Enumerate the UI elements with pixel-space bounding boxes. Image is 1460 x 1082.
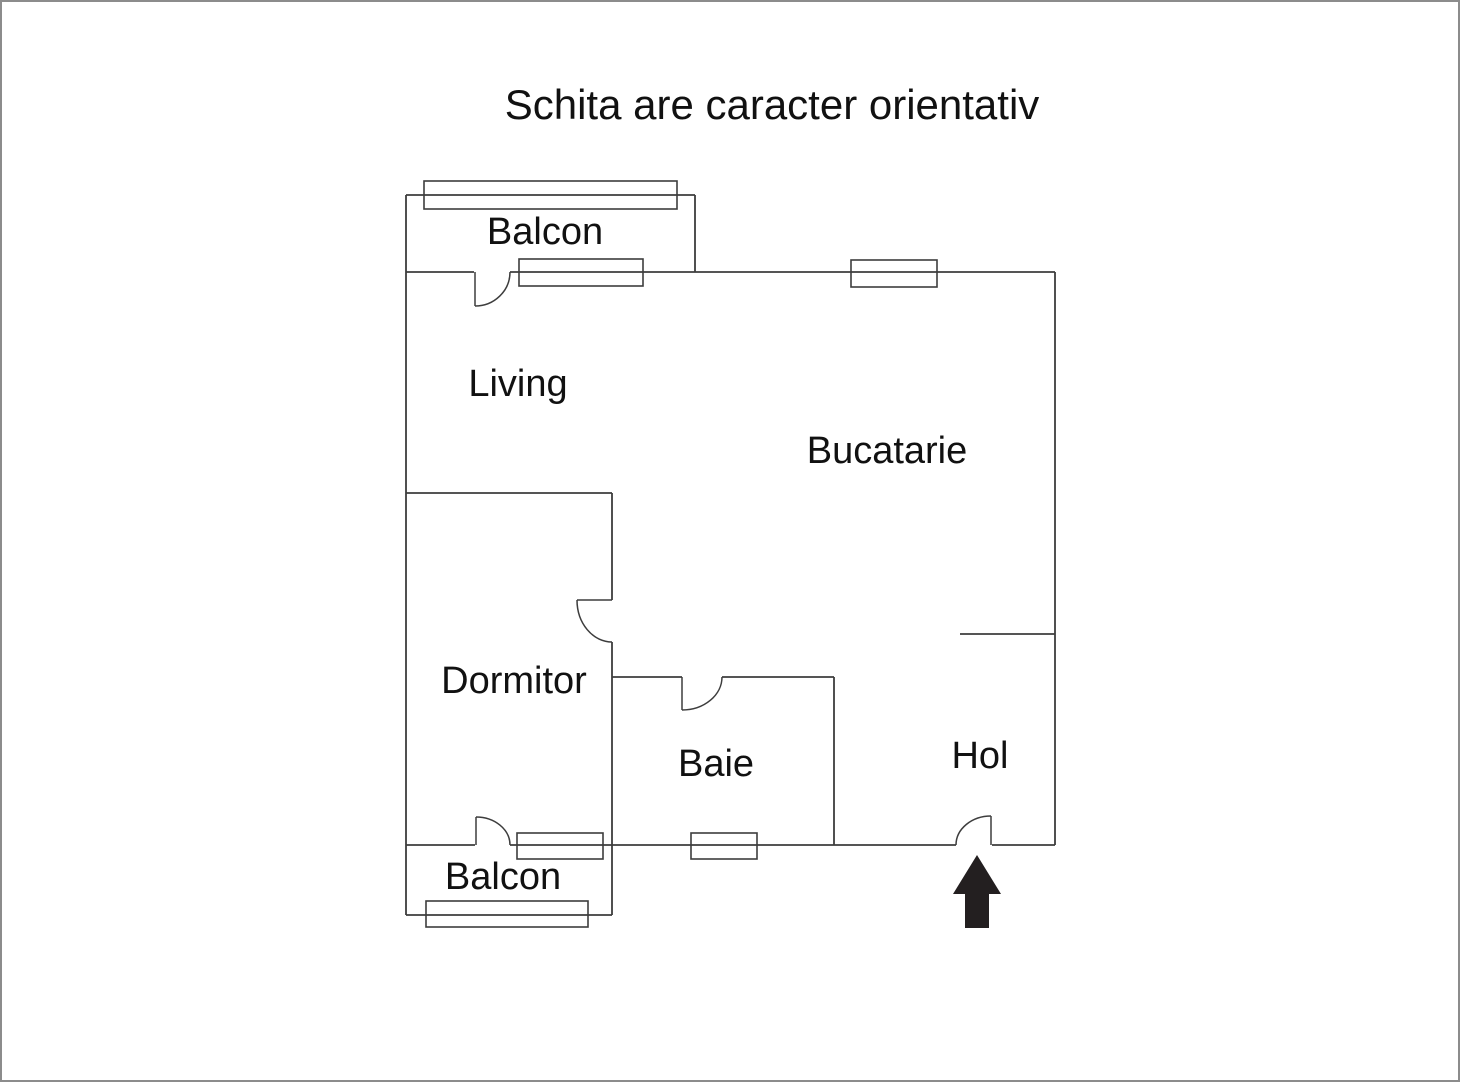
page-title: Schita are caracter orientativ bbox=[505, 81, 1040, 128]
room-label-balcon-top: Balcon bbox=[487, 211, 603, 253]
room-label-bucatarie: Bucatarie bbox=[807, 430, 968, 472]
window-balcony-bottom bbox=[425, 900, 589, 928]
room-label-baie: Baie bbox=[678, 743, 754, 785]
door-arc-living-balcony bbox=[474, 271, 511, 307]
window-bucatarie bbox=[850, 259, 938, 288]
window-living bbox=[518, 258, 644, 287]
room-label-balcon-bottom: Balcon bbox=[445, 856, 561, 898]
room-label-living: Living bbox=[468, 363, 567, 405]
room-label-dormitor: Dormitor bbox=[441, 660, 587, 702]
window-dormitor bbox=[516, 832, 604, 860]
door-arc-dormitor-balcony bbox=[475, 816, 511, 846]
entrance-arrow-icon bbox=[953, 855, 1001, 928]
room-label-hol: Hol bbox=[951, 735, 1008, 777]
window-balcony-top bbox=[423, 180, 678, 210]
door-arc-entrance bbox=[955, 815, 992, 846]
door-arc-baie bbox=[681, 676, 723, 711]
window-baie bbox=[690, 832, 758, 860]
door-arc-dormitor bbox=[576, 599, 613, 643]
